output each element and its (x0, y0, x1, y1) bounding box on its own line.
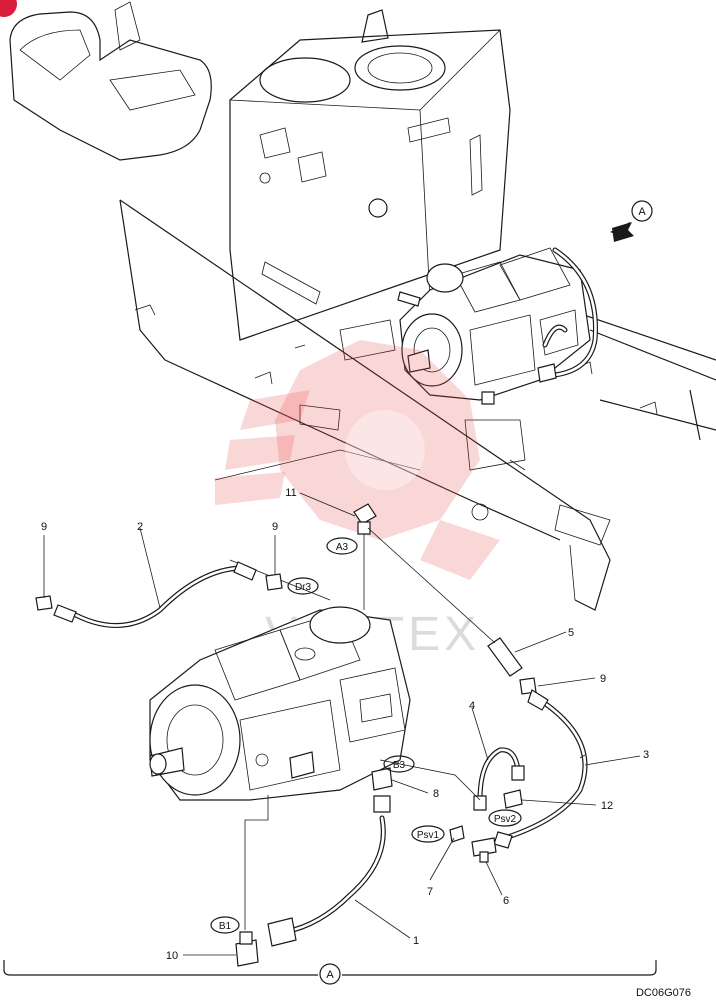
port-label-psv2: Psv2 (488, 809, 522, 827)
callout-2: 2 (137, 521, 143, 533)
corner-badge (0, 0, 17, 17)
port-psv1-text: Psv1 (417, 830, 440, 841)
port-psv2-text: Psv2 (494, 814, 517, 825)
fitting-9-left (35, 595, 53, 611)
hose-4 (473, 747, 525, 811)
machine-frame-assembly (9, 1, 716, 611)
callout-7: 7 (427, 886, 433, 898)
view-marker-bottom: A (326, 969, 334, 981)
leader-lines (43, 492, 597, 956)
plug-7 (449, 825, 465, 843)
leader-3 (584, 755, 641, 766)
port-b3-text: B3 (393, 760, 406, 771)
callout-8: 8 (433, 788, 439, 800)
port-label-psv1: Psv1 (411, 825, 445, 843)
view-a-bracket: A (3, 960, 657, 985)
port-label-b1: B1 (210, 916, 240, 934)
tee-12 (503, 789, 523, 809)
callout-4: 4 (469, 700, 475, 712)
pump-installed (397, 247, 598, 405)
pump-exploded (149, 606, 411, 930)
callout-12: 12 (601, 800, 613, 812)
hose-1 (267, 815, 386, 947)
diagram-code: DC06G076 (636, 987, 691, 999)
view-marker-top: A (638, 206, 646, 218)
port-label-b3: B3 (383, 755, 415, 773)
leader-11-5 (367, 527, 496, 644)
callout-9-mid: 9 (272, 521, 278, 533)
elbow-10 (235, 931, 259, 967)
fitting-8 (371, 767, 393, 813)
leader-b3 (379, 759, 481, 801)
port-dr3-text: Dr3 (295, 582, 312, 593)
port-a3-text: A3 (336, 542, 349, 553)
port-label-a3: A3 (326, 537, 358, 555)
tee-6 (471, 837, 497, 863)
callout-9-right: 9 (600, 673, 606, 685)
callout-9-left: 9 (41, 521, 47, 533)
callout-5: 5 (568, 627, 574, 639)
view-arrow-a: A (610, 200, 653, 242)
callout-1: 1 (413, 935, 419, 947)
callout-6: 6 (503, 895, 509, 907)
callout-3: 3 (643, 749, 649, 761)
fitting-9-mid (265, 573, 283, 591)
hose-2 (53, 561, 257, 628)
hose-3 (493, 689, 588, 849)
callout-10: 10 (166, 950, 178, 962)
port-b1-text: B1 (219, 921, 232, 932)
elbow-11 (353, 503, 377, 535)
port-label-dr3: Dr3 (287, 577, 319, 595)
connector-5 (487, 637, 523, 677)
callout-11: 11 (285, 487, 296, 499)
